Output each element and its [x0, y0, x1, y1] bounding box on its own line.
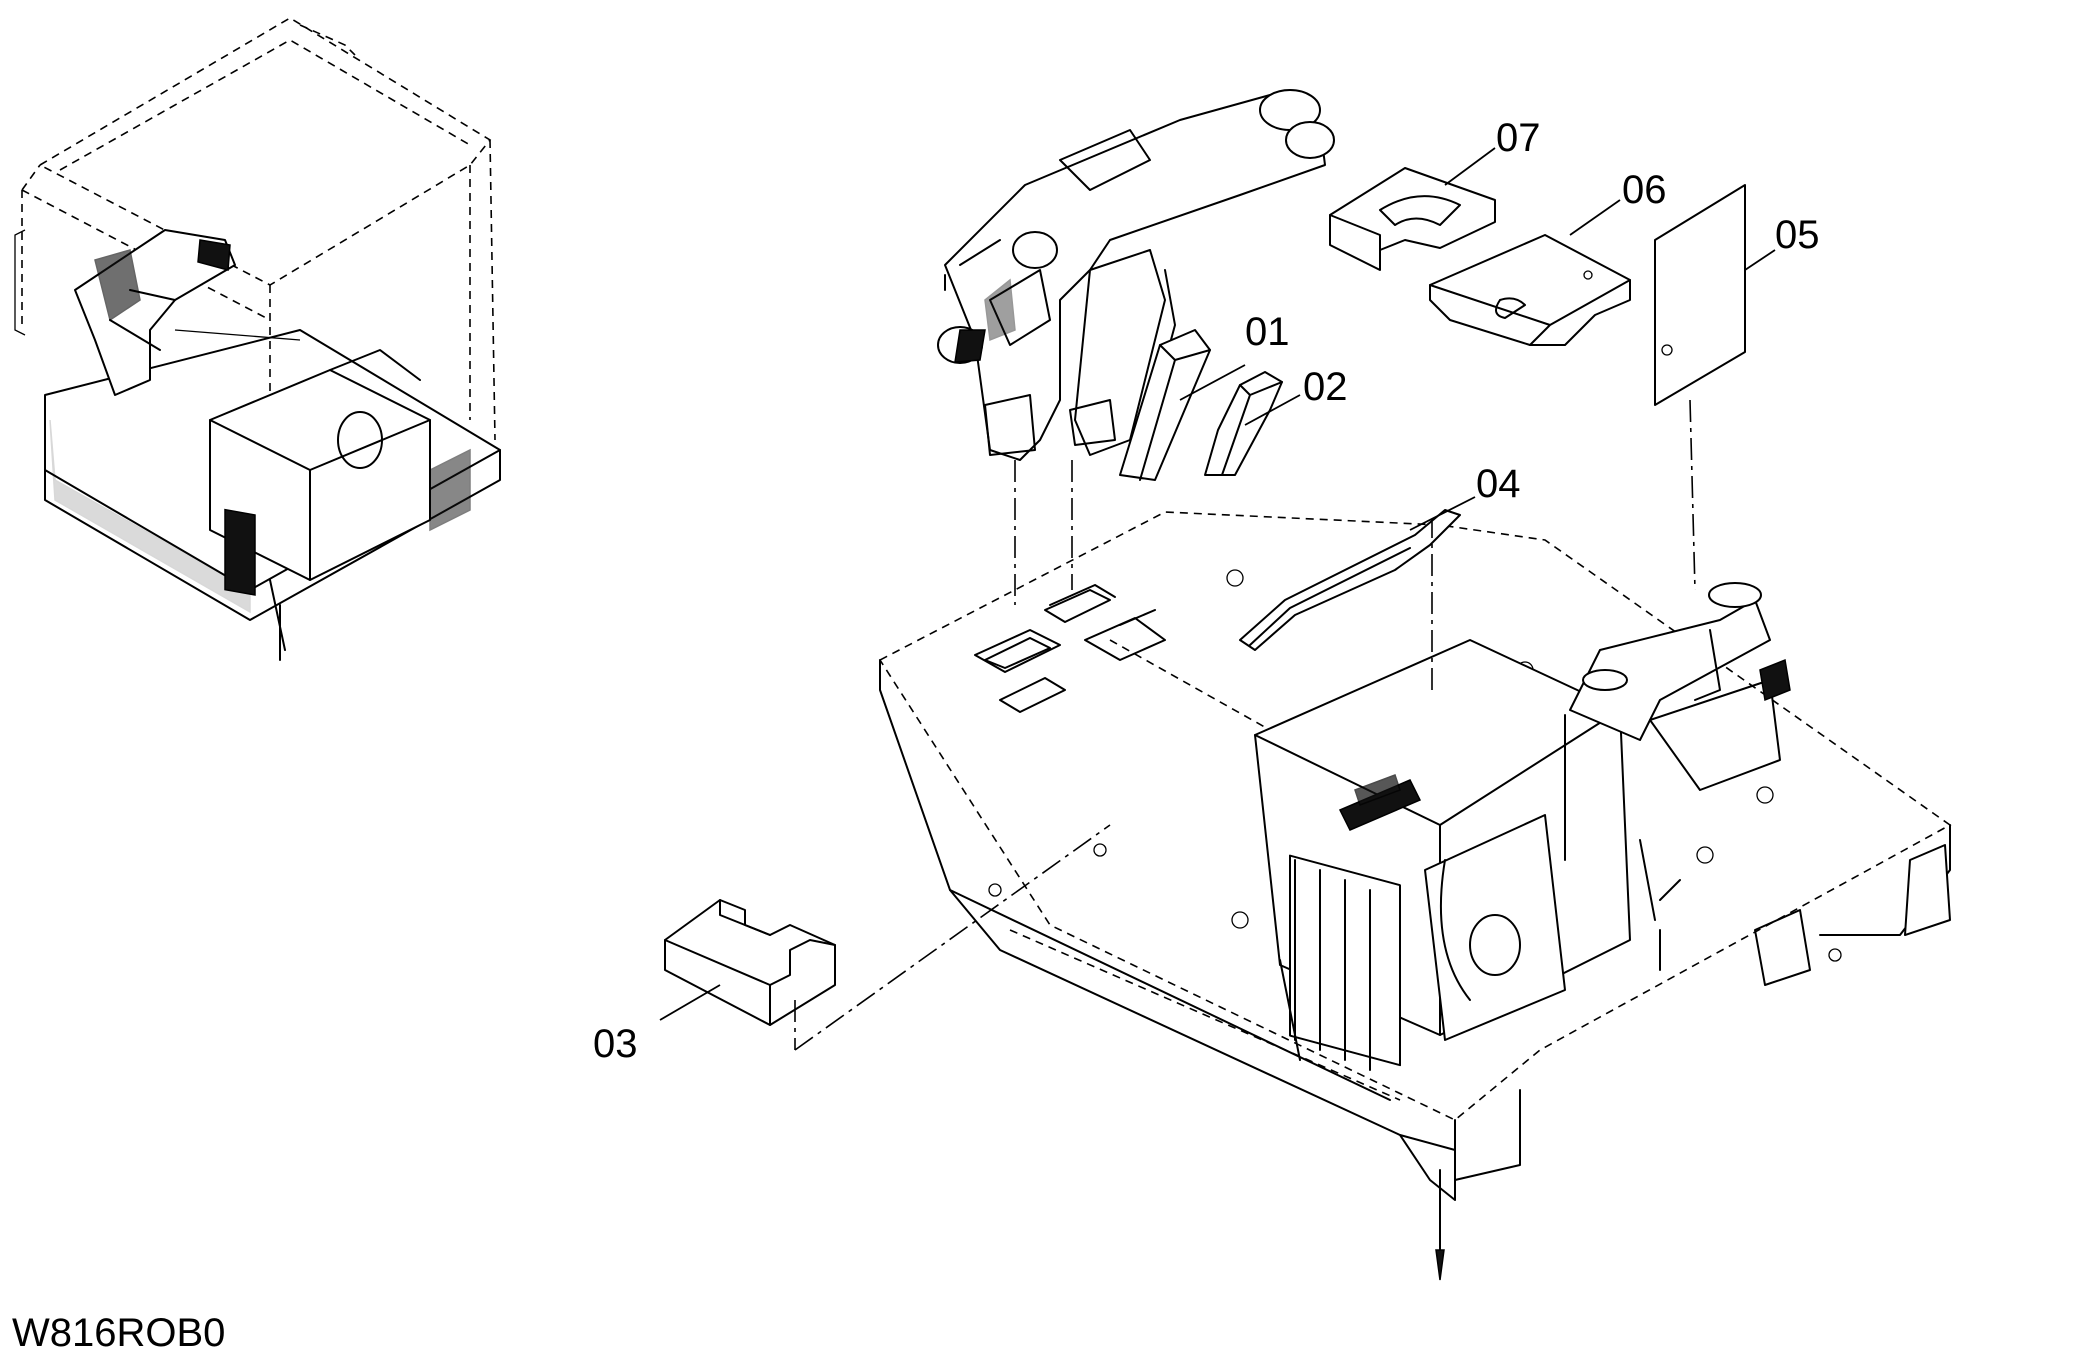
heater-unit-assembly [1254, 582, 1951, 1071]
callout-04: 04 [1476, 462, 1521, 506]
part-03-block [664, 899, 836, 1026]
part-02-pad [1204, 371, 1283, 476]
inset-duct [74, 229, 236, 396]
part-01-pad [1119, 329, 1211, 481]
callout-06: 06 [1622, 168, 1667, 212]
cab-overview-inset [14, 17, 501, 661]
callout-03: 03 [593, 1022, 638, 1066]
upper-duct-assembly [937, 89, 1335, 461]
part-06-stepped-pad [1429, 234, 1631, 346]
callout-01: 01 [1245, 310, 1290, 354]
alignment-lines [794, 399, 1696, 1051]
callout-07: 07 [1496, 116, 1541, 160]
callout-05: 05 [1775, 213, 1820, 257]
part-04-seal-strip [1239, 509, 1461, 651]
callout-02: 02 [1303, 365, 1348, 409]
drawing-code: W816ROB0 [12, 1311, 225, 1355]
inset-heater-unit [209, 349, 471, 661]
leader-lines [659, 147, 1776, 1021]
part-07-notched-pad [1329, 167, 1496, 271]
part-05-plate [1654, 184, 1746, 406]
